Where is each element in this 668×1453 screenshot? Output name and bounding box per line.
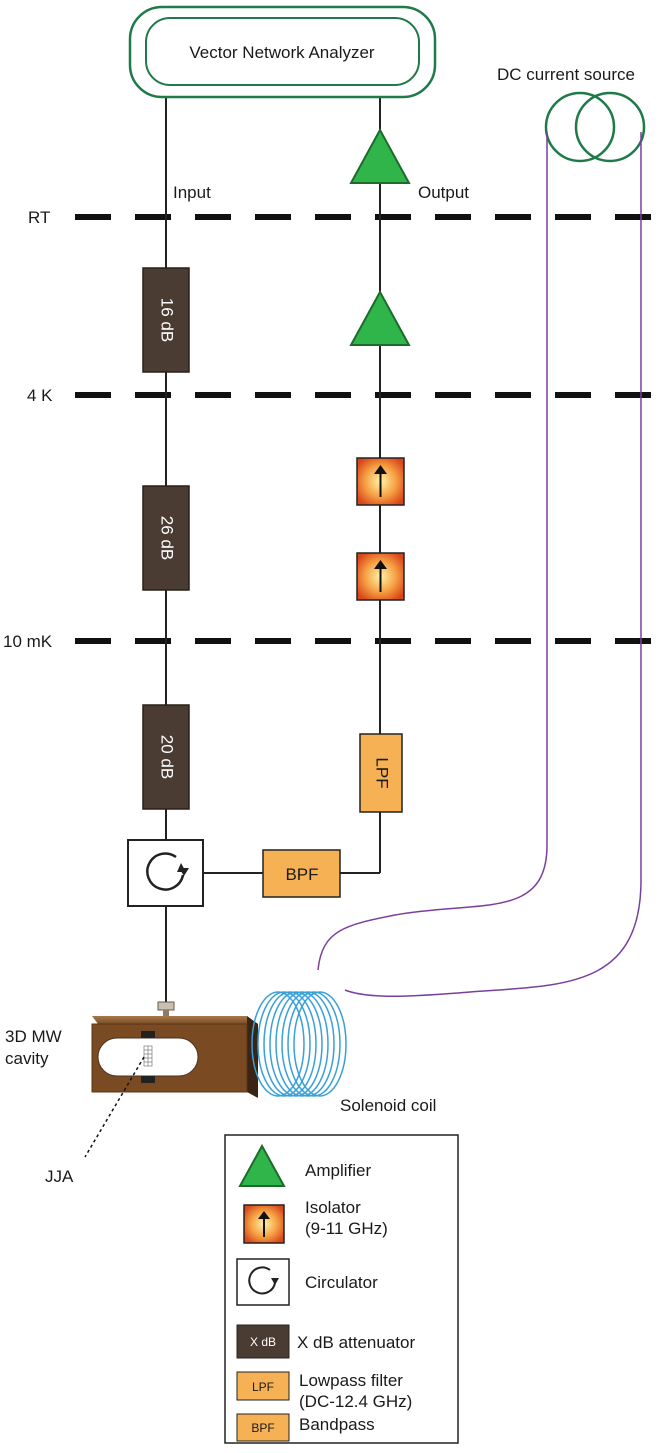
attenuator-26db-label: 26 dB (158, 516, 177, 560)
dc-source-label: DC current source (497, 65, 635, 84)
legend-bpf-icon-text: BPF (251, 1421, 274, 1435)
attenuator-20db-label: 20 dB (158, 735, 177, 779)
output-line (203, 80, 381, 874)
solenoid-coil (251, 991, 347, 1097)
stage-line-rt: RT (28, 208, 668, 227)
cavity-label-line2: cavity (5, 1049, 49, 1068)
attenuator-26db: 26 dB (142, 485, 190, 591)
legend-bpf-label: Bandpass (299, 1415, 375, 1434)
isolator-lower (356, 552, 405, 601)
cavity-label-line1: 3D MW (5, 1027, 62, 1046)
circulator (127, 839, 204, 907)
legend-isolator-label-1: Isolator (305, 1198, 361, 1217)
bias-wires (317, 132, 642, 997)
isolator-upper (356, 457, 405, 506)
legend-bpf: BPF Bandpass (236, 1413, 375, 1442)
legend-isolator: Isolator (9-11 GHz) (243, 1198, 388, 1244)
solenoid-coil-label: Solenoid coil (340, 1096, 436, 1115)
legend-lpf: LPF Lowpass filter (DC-12.4 GHz) (236, 1371, 412, 1411)
lowpass-filter: LPF (359, 733, 403, 813)
bandpass-filter: BPF (262, 849, 341, 898)
jja-label: JJA (45, 1167, 74, 1186)
legend-lpf-icon-text: LPF (252, 1380, 274, 1394)
legend-lpf-label-2: (DC-12.4 GHz) (299, 1392, 412, 1411)
stage-label-4k: 4 K (27, 386, 53, 405)
legend-lpf-label-1: Lowpass filter (299, 1371, 403, 1390)
stage-line-10mk: 10 mK (3, 632, 668, 651)
vector-network-analyzer: Vector Network Analyzer (128, 5, 437, 99)
output-label: Output (418, 183, 469, 202)
vna-label: Vector Network Analyzer (189, 43, 375, 62)
legend-attenuator: X dB X dB attenuator (236, 1324, 415, 1359)
attenuator-16db: 16 dB (142, 267, 190, 373)
amplifier-rt (349, 127, 411, 184)
bpf-label: BPF (285, 865, 318, 884)
legend: Amplifier Isolator (9-11 GHz) Circulator… (224, 1134, 459, 1444)
stage-label-10mk: 10 mK (3, 632, 53, 651)
dc-current-source: DC current source (497, 65, 646, 163)
3d-mw-cavity (84, 1001, 258, 1158)
amplifier-4k (349, 289, 411, 346)
legend-amplifier: Amplifier (238, 1143, 371, 1187)
legend-isolator-label-2: (9-11 GHz) (305, 1219, 388, 1238)
legend-attenuator-label: X dB attenuator (297, 1333, 415, 1352)
legend-attenuator-icon-text: X dB (250, 1335, 276, 1349)
legend-circulator-label: Circulator (305, 1273, 378, 1292)
stage-line-4k: 4 K (27, 386, 668, 405)
input-label: Input (173, 183, 211, 202)
lpf-label: LPF (373, 757, 392, 788)
legend-circulator: Circulator (236, 1258, 378, 1306)
stage-label-rt: RT (28, 208, 50, 227)
attenuator-16db-label: 16 dB (158, 298, 177, 342)
legend-amplifier-label: Amplifier (305, 1161, 371, 1180)
attenuator-20db: 20 dB (142, 704, 190, 810)
